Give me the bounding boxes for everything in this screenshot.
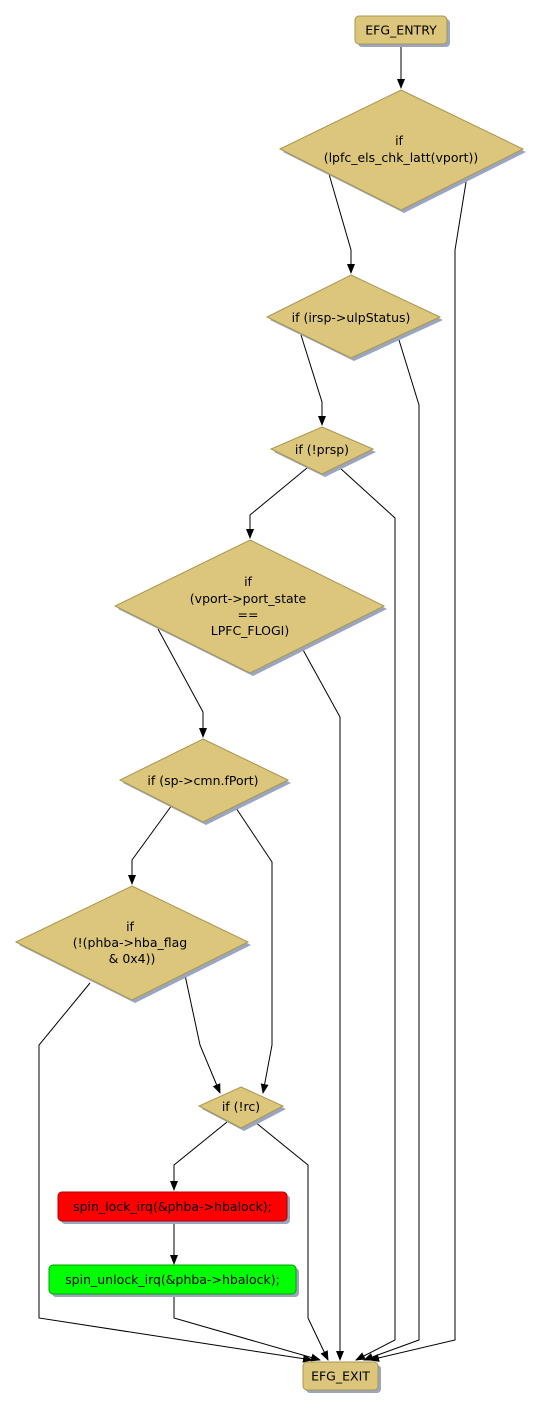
lock-box — [57, 1191, 288, 1222]
decision-node-6: if (!(phba->hba_flag & 0x4)) — [14, 885, 251, 1003]
decision-6-line-3: & 0x4)) — [109, 951, 156, 966]
edge-cond2-true — [300, 334, 326, 426]
edge-cond1-true — [328, 173, 355, 274]
decision-node-2: if (irsp->ulpStatus) — [265, 274, 443, 361]
svg-text:if (vport->port_state: if (vport->port_state == LPFC_FLOGI) — [190, 574, 310, 638]
edge-cond3-true — [246, 467, 308, 539]
entry-box — [354, 15, 448, 45]
unlock-node: spin_unlock_irq(&phba->hbalock); — [48, 1264, 299, 1297]
decision-4-line-3: == — [238, 607, 259, 622]
lock-node: spin_lock_irq(&phba->hbalock); — [57, 1191, 290, 1224]
unlock-statement: spin_unlock_irq(&phba->hbalock); — [65, 1272, 280, 1287]
decision-6-line-2: (!(phba->hba_flag — [73, 935, 187, 950]
edge-cond7-true — [170, 1121, 228, 1191]
decision-5-line-1: if (sp->cmn.fPort) — [147, 773, 258, 788]
exit-label: EFG_EXIT — [311, 1369, 370, 1384]
decision-node-3: if (!prsp) — [269, 426, 376, 477]
decision-3-line-1: if (!prsp) — [295, 442, 349, 457]
decision-4-line-2: (vport->port_state — [190, 591, 307, 606]
decision-diamond-5 — [118, 738, 290, 823]
decision-4-line-4: LPFC_FLOGI) — [211, 623, 289, 638]
lock-statement: spin_lock_irq(&phba->hbalock); — [73, 1199, 272, 1214]
edge-cond4-false — [301, 647, 344, 1361]
decision-2-line-1: if (irsp->ulpStatus) — [292, 310, 411, 325]
decision-diamond-2 — [265, 274, 442, 359]
edge-cond3-false — [339, 467, 396, 1361]
decision-6-line-1: if — [126, 919, 134, 934]
decision-diamond-4 — [113, 539, 386, 674]
decision-node-4: if (vport->port_state == LPFC_FLOGI) — [113, 539, 387, 676]
decision-node-7: if (!rc) — [197, 1086, 286, 1131]
unlock-box — [48, 1264, 297, 1295]
decision-diamond-6 — [14, 885, 250, 1001]
decision-node-1: if (lpfc_els_chk_latt(vport)) — [278, 89, 526, 213]
decision-diamond-3 — [269, 426, 375, 475]
svg-text:if (!(phba->hba_flag: if (!(phba->hba_flag & 0x4)) — [73, 919, 191, 966]
entry-label: EFG_ENTRY — [365, 23, 437, 38]
svg-text:if (lpfc_els_chk_latt(vp: if (lpfc_els_chk_latt(vport)) — [324, 133, 479, 165]
decision-7-line-1: if (!rc) — [222, 1099, 260, 1114]
edge-unlock-to-exit — [173, 1296, 321, 1362]
decision-1-line-2: (lpfc_els_chk_latt(vport)) — [324, 150, 479, 165]
decision-node-5: if (sp->cmn.fPort) — [118, 738, 291, 825]
exit-node: EFG_EXIT — [302, 1361, 381, 1393]
exit-box — [302, 1361, 379, 1391]
entry-node: EFG_ENTRY — [354, 15, 450, 47]
edge-cond7-false — [254, 1121, 329, 1361]
decision-1-line-1: if — [395, 133, 403, 148]
decision-diamond-7 — [197, 1086, 285, 1129]
edge-cond2-false — [363, 339, 420, 1361]
decision-diamond-1 — [278, 89, 525, 211]
edge-cond1-false — [369, 175, 468, 1362]
edges — [38, 46, 468, 1363]
edge-cond5-true — [128, 804, 173, 885]
edge-cond5-false — [233, 804, 273, 1094]
edge-cond4-true — [157, 628, 207, 738]
edge-cond6-true — [184, 974, 221, 1094]
edge-cond6-false — [38, 982, 313, 1363]
decision-4-line-1: if — [244, 574, 252, 589]
